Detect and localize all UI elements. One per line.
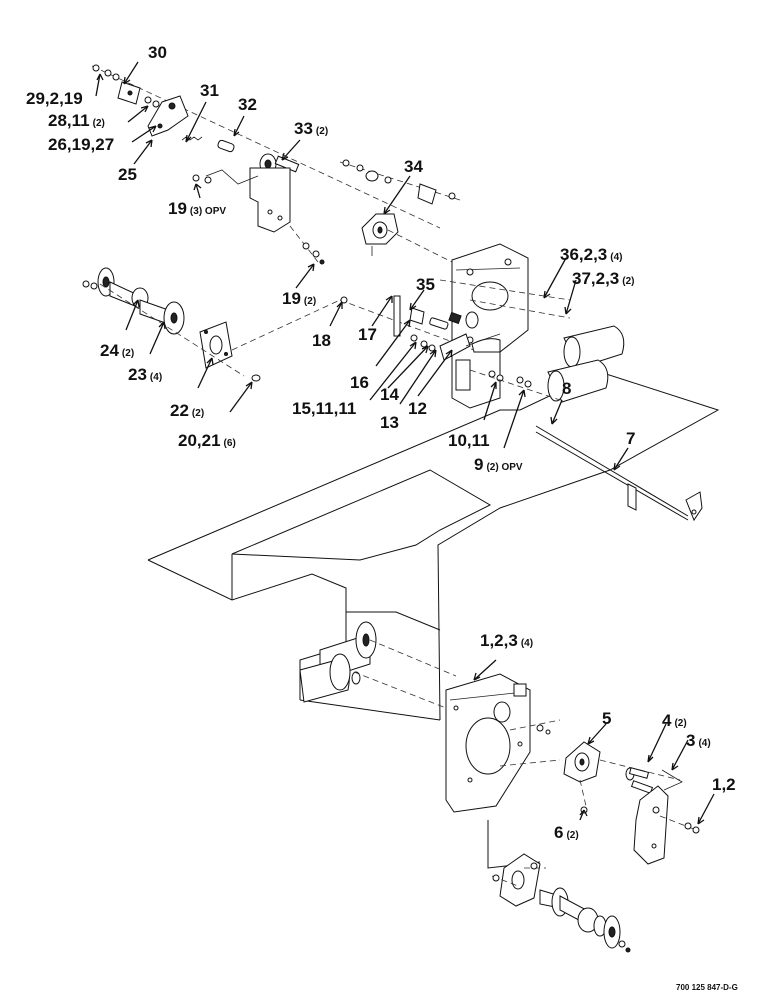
drawing-reference-number: 700 125 847-D-G [676, 983, 738, 992]
label-part-22: 22(2) [170, 401, 204, 420]
label-part-9-main: 9 [474, 455, 483, 474]
lower-gearbox-plate [445, 673, 561, 813]
label-part-6-qty: (2) [566, 830, 578, 841]
label-part-19-upper-main: 19 [168, 199, 187, 218]
label-part-17: 17 [358, 325, 377, 344]
label-part-7: 7 [626, 429, 635, 448]
lower-rollers [299, 621, 457, 709]
label-part-19-lower-qty: (2) [304, 296, 316, 307]
label-part-19-lower: 19(2) [282, 289, 316, 308]
label-part-37: 37,2,3(2) [572, 269, 635, 288]
label-part-3-main: 3 [686, 731, 695, 750]
label-part-19-upper-qty: (3) OPV [190, 206, 226, 217]
label-part-23-main: 23 [128, 365, 147, 384]
label-part-4-qty: (2) [674, 718, 686, 729]
label-part-31: 31 [200, 81, 219, 100]
label-part-20-main: 20,21 [178, 431, 221, 450]
label-part-13: 13 [380, 413, 399, 432]
label-part-19-lower-main: 19 [282, 289, 301, 308]
label-part-3-qty: (4) [698, 738, 710, 749]
label-part-12: 12 [408, 399, 427, 418]
label-part-26: 26,19,27 [48, 135, 114, 154]
label-part-29: 29,2,19 [26, 89, 83, 108]
label-part-16: 16 [350, 373, 369, 392]
label-part-36-main: 36,2,3 [560, 245, 607, 264]
label-part-6: 6(2) [554, 823, 579, 842]
label-part-28-qty: (2) [93, 118, 105, 129]
label-part-3: 3(4) [686, 731, 711, 750]
label-part-6-main: 6 [554, 823, 563, 842]
label-part-24-qty: (2) [122, 348, 134, 359]
label-part-33-qty: (2) [316, 126, 328, 137]
label-part-30: 30 [148, 43, 167, 62]
label-part-28: 28,11(2) [48, 111, 105, 130]
label-part-14: 14 [380, 385, 399, 404]
label-part-10: 10,11 [448, 431, 490, 450]
drive-path-outline [147, 371, 720, 869]
label-part-24-main: 24 [100, 341, 119, 360]
slide-rod-part-7 [535, 425, 703, 522]
label-part-25: 25 [118, 165, 137, 184]
label-part-4-main: 4 [662, 711, 672, 730]
label-part-1-lower: 1,2 [712, 775, 736, 794]
label-part-5: 5 [602, 709, 611, 728]
label-part-35: 35 [416, 275, 435, 294]
label-part-37-qty: (2) [622, 276, 634, 287]
label-part-36-qty: (4) [610, 252, 622, 263]
left-shaft-assembly [82, 267, 341, 382]
label-part-33-main: 33 [294, 119, 313, 138]
label-part-20-qty: (6) [224, 438, 236, 449]
label-part-1-upper: 1,2,3(4) [480, 631, 533, 650]
label-part-4: 4(2) [662, 711, 687, 730]
label-part-22-qty: (2) [192, 408, 204, 419]
label-part-19-upper: 19(3) OPV [168, 199, 226, 218]
label-part-15: 15,11,11 [292, 399, 356, 418]
label-part-23: 23(4) [128, 365, 162, 384]
label-part-18: 18 [312, 331, 331, 350]
label-part-1-upper-qty: (4) [521, 638, 533, 649]
upper-arm-assembly [91, 64, 441, 265]
upper-right-rollers [547, 325, 625, 403]
upper-gearbox-plate [439, 243, 571, 409]
part-labels: 30 29,2,19 28,11(2) 26,19,27 25 31 32 33… [26, 43, 738, 992]
bottom-shaft-assembly [491, 853, 631, 953]
leader-arrows [95, 61, 715, 825]
flange-part-5 [563, 741, 700, 865]
label-part-36: 36,2,3(4) [560, 245, 623, 264]
label-part-37-main: 37,2,3 [572, 269, 619, 288]
label-part-20: 20,21(6) [178, 431, 236, 450]
label-part-24: 24(2) [100, 341, 134, 360]
pivot-bracket-part-34 [339, 159, 461, 263]
label-part-9-qty: (2) OPV [486, 462, 522, 473]
label-part-28-main: 28,11 [48, 111, 90, 130]
label-part-23-qty: (4) [150, 372, 162, 383]
label-part-1-upper-main: 1,2,3 [480, 631, 518, 650]
label-part-9: 9(2) OPV [474, 455, 523, 474]
label-part-34: 34 [404, 157, 423, 176]
label-part-33: 33(2) [294, 119, 328, 138]
label-part-22-main: 22 [170, 401, 189, 420]
label-part-8: 8 [562, 379, 571, 398]
label-part-32: 32 [238, 95, 257, 114]
